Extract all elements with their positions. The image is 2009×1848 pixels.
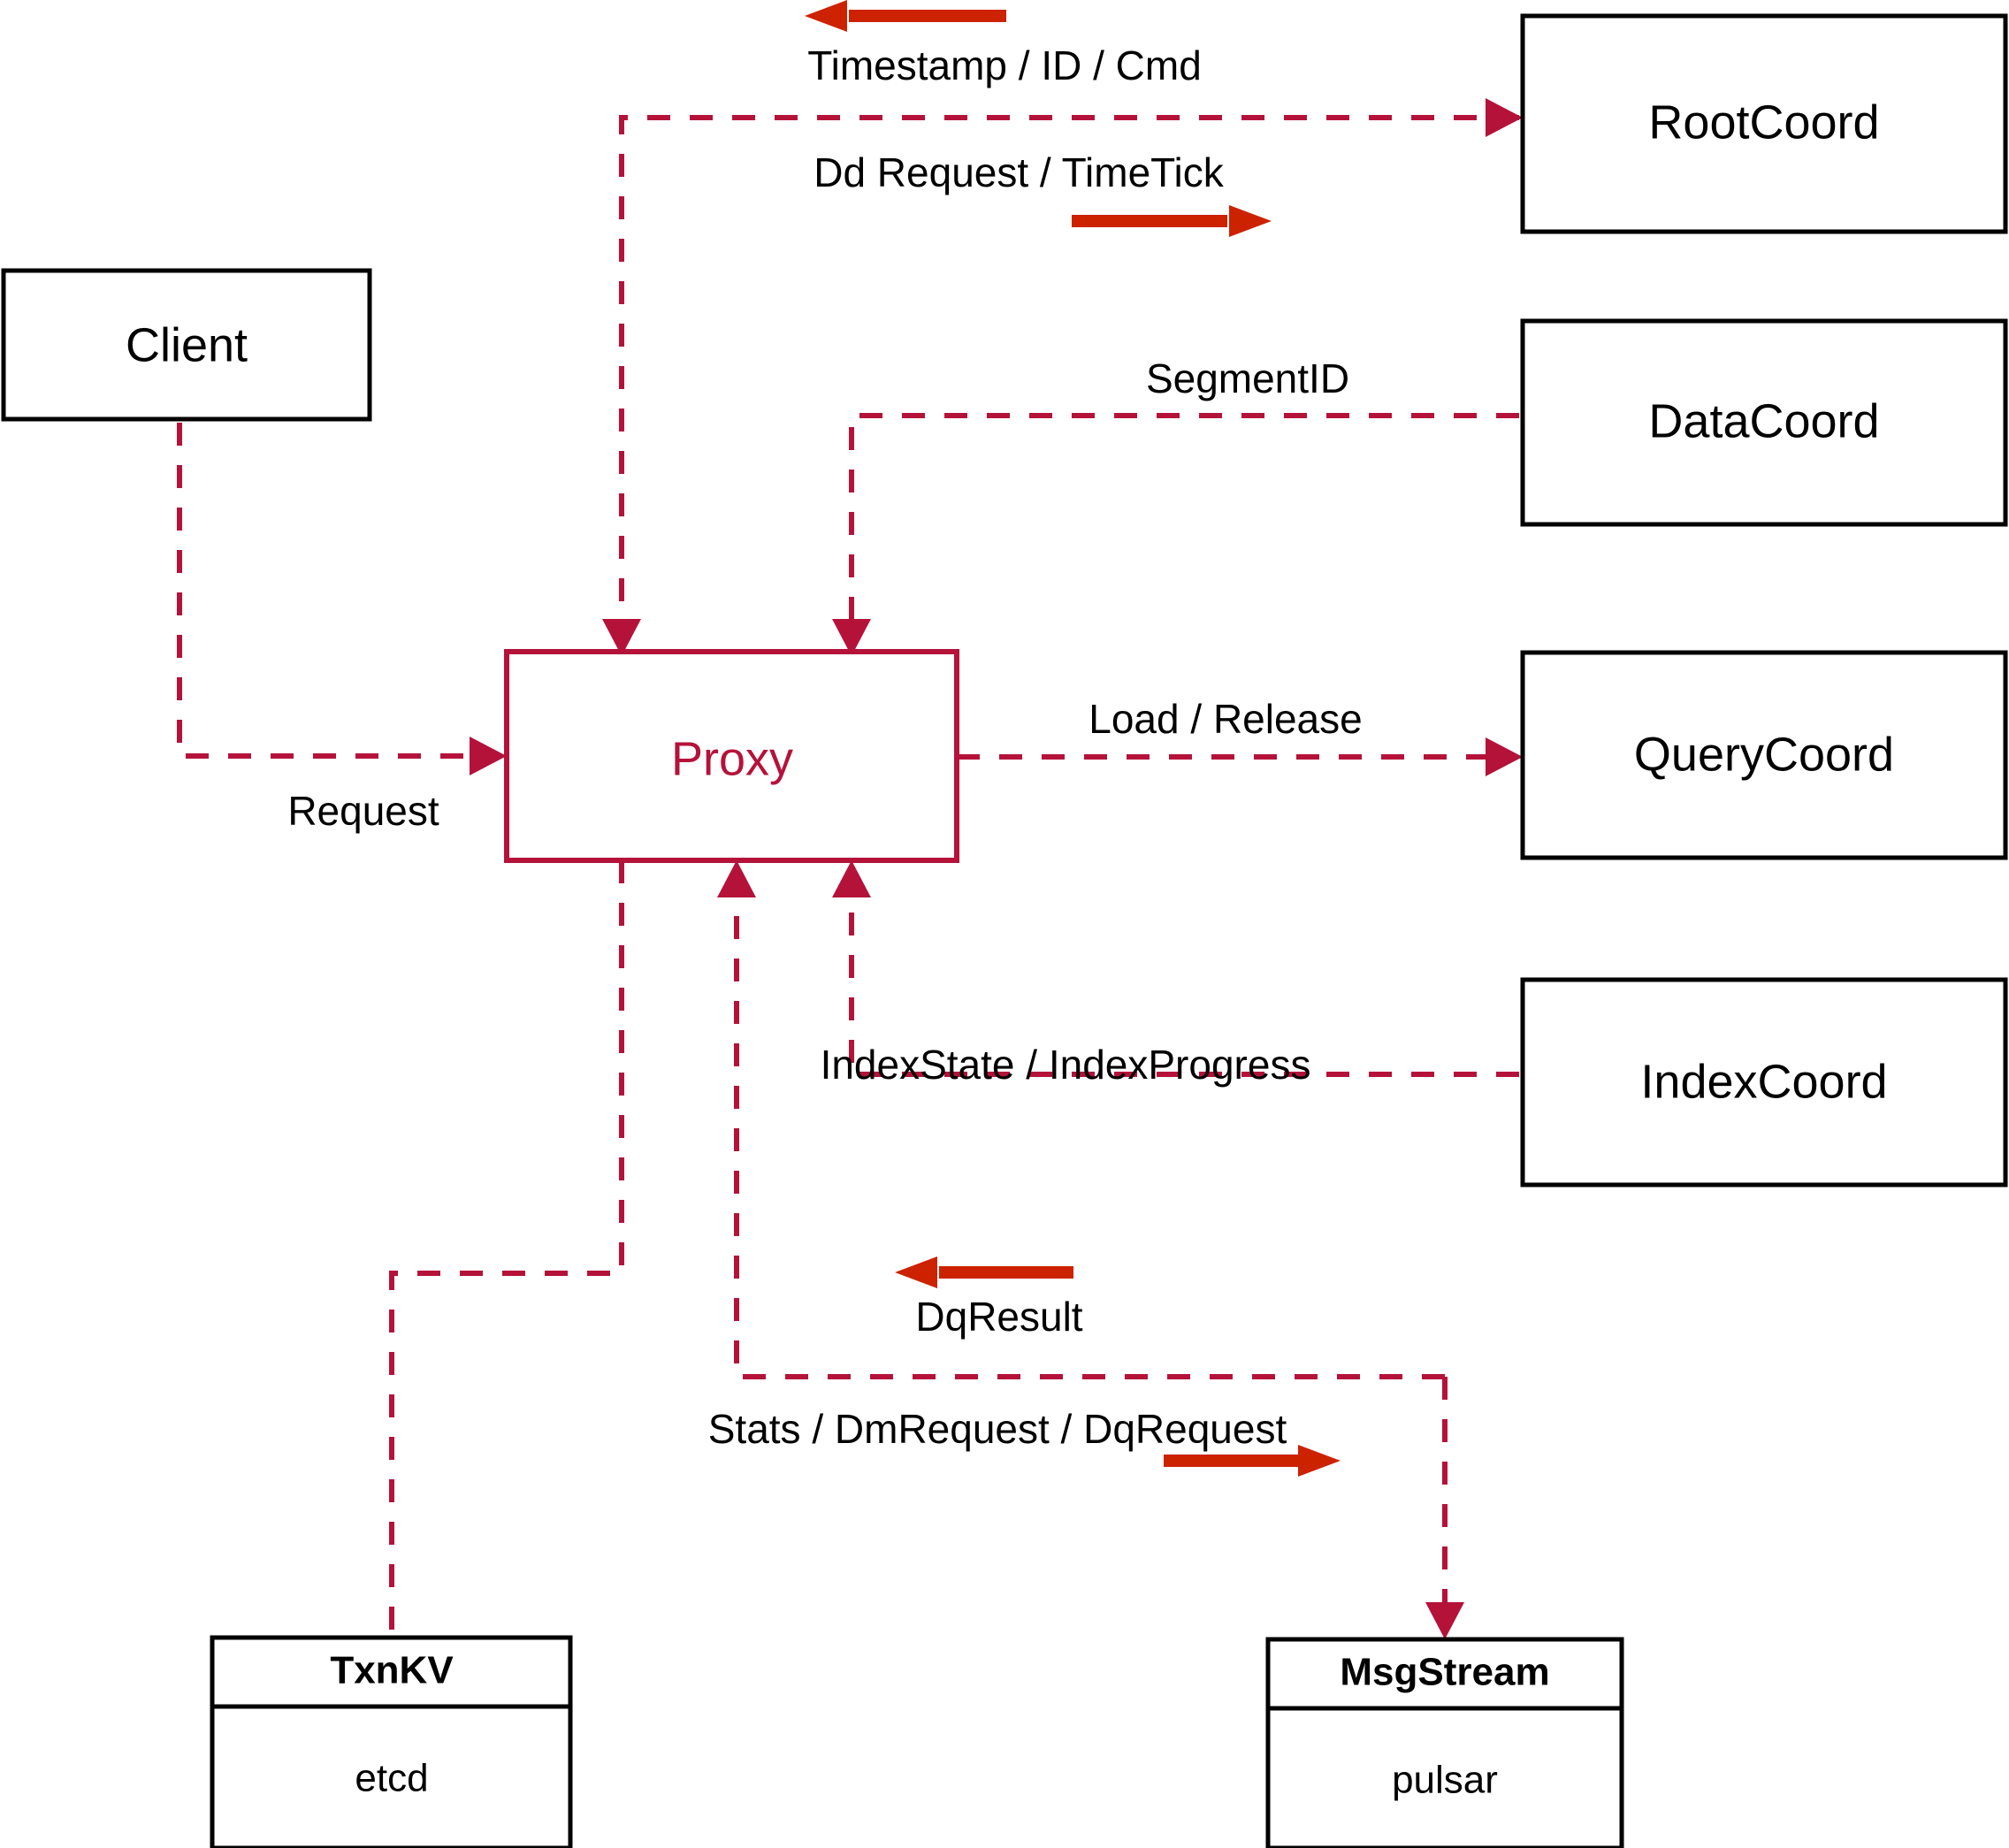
node-querycoord[interactable]: QueryCoord (1520, 650, 2008, 860)
node-msgstream[interactable]: MsgStream pulsar (1265, 1637, 1624, 1848)
direction-arrow-stats-dm-dq-request (1164, 1445, 1341, 1477)
flow-line-timestamp-id-cmd (619, 115, 1519, 628)
node-client[interactable]: Client (1, 268, 372, 422)
node-txnkv-title: TxnKV (330, 1649, 454, 1692)
edge-label-request: Request (287, 788, 439, 834)
node-rootcoord-label: RootCoord (1648, 95, 1879, 149)
node-datacoord-label: DataCoord (1648, 394, 1879, 447)
arrowhead-load-release (1486, 737, 1523, 776)
node-txnkv[interactable]: TxnKV etcd (210, 1635, 573, 1848)
node-txnkv-sub: etcd (355, 1757, 428, 1800)
direction-arrow-timestamp-id-cmd (805, 0, 1006, 32)
node-rootcoord[interactable]: RootCoord (1520, 13, 2008, 234)
arrowhead-segment-id (832, 619, 871, 656)
arrowhead-index-state-progress (832, 860, 871, 897)
arrowhead-stats-dm-dq-request (1425, 1602, 1464, 1639)
node-msgstream-title: MsgStream (1340, 1651, 1549, 1694)
edge-label-dd-request-timetick: Dd Request / TimeTick (814, 149, 1225, 195)
node-indexcoord[interactable]: IndexCoord (1520, 977, 2008, 1187)
edge-label-timestamp-id-cmd: Timestamp / ID / Cmd (807, 42, 1202, 88)
edge-label-segment-id: SegmentID (1146, 355, 1349, 401)
flow-line-request (177, 423, 477, 759)
node-proxy[interactable]: Proxy (504, 649, 959, 863)
node-msgstream-sub: pulsar (1392, 1759, 1498, 1802)
flow-line-index-state-progress (849, 889, 1519, 1077)
node-querycoord-label: QueryCoord (1634, 728, 1894, 781)
flow-line-proxy-txnkv (389, 860, 624, 1636)
node-client-label: Client (126, 318, 248, 371)
node-datacoord[interactable]: DataCoord (1520, 318, 2008, 527)
direction-arrow-dd-request-timetick (1072, 205, 1272, 237)
flow-line-dq-result (734, 889, 1445, 1379)
flow-line-segment-id (849, 413, 1519, 628)
edge-label-index-state-progress: IndexState / IndexProgress (821, 1042, 1311, 1088)
arrowhead-timestamp-id-cmd (602, 619, 641, 656)
edge-label-dq-result: DqResult (915, 1294, 1082, 1340)
direction-arrow-dq-result (895, 1256, 1073, 1288)
arrowhead-dq-result (717, 860, 756, 897)
edge-label-stats-dm-dq-request: Stats / DmRequest / DqRequest (708, 1406, 1287, 1452)
arrowhead-request (470, 737, 507, 775)
node-proxy-label: Proxy (671, 732, 793, 785)
edge-label-load-release: Load / Release (1089, 696, 1362, 742)
node-indexcoord-label: IndexCoord (1640, 1055, 1887, 1108)
arrowhead-dd-request-timetick (1486, 98, 1523, 137)
